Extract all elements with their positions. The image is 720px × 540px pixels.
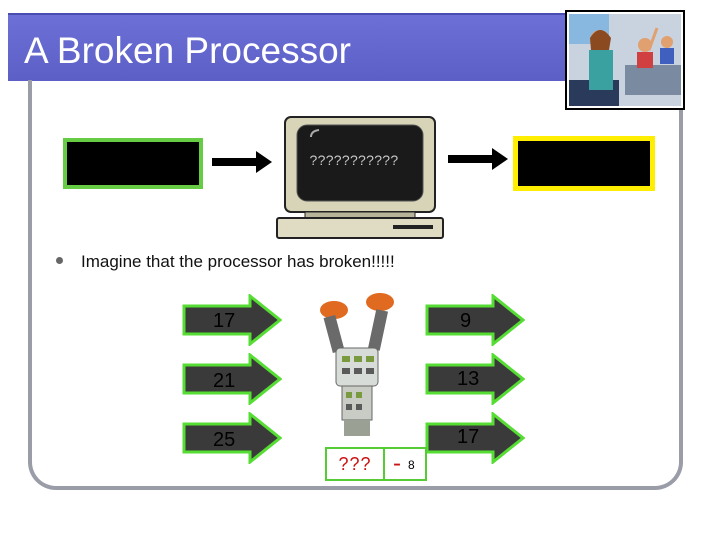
output-arrow-2 (425, 353, 525, 405)
arrow-right-icon (448, 148, 508, 170)
output-arrow-1 (425, 294, 525, 346)
slide-frame (28, 80, 683, 490)
output-value-3: 17 (457, 426, 480, 448)
robot-clipart (320, 293, 394, 436)
output-arrow-3 (425, 412, 525, 464)
input-value-2: 21 (213, 370, 236, 392)
operation-box (385, 447, 427, 481)
output-box (513, 136, 655, 191)
bullet-dot-icon (56, 257, 63, 265)
input-box (63, 138, 203, 189)
output-value-1: 9 (460, 310, 472, 332)
title-bar-edge (8, 13, 588, 15)
input-arrow-2 (182, 353, 282, 405)
operand-value: 8 (408, 458, 415, 472)
input-value-1: 17 (213, 310, 236, 332)
computer-icon (276, 116, 444, 239)
input-arrow-3 (182, 412, 282, 464)
output-value-2: 13 (457, 368, 480, 390)
processor-question-marks: ??????????? (309, 152, 399, 168)
minus-operator: - (393, 450, 401, 477)
input-arrow-1 (182, 294, 282, 346)
bullet-text: Imagine that the processor has broken!!!… (56, 252, 395, 272)
bullet-label: Imagine that the processor has broken!!!… (81, 252, 395, 271)
title-bar-background (8, 13, 588, 81)
slide-title: A Broken Processor (24, 30, 351, 71)
arrow-right-icon (212, 151, 272, 173)
input-value-3: 25 (213, 429, 236, 451)
unknown-operation-box: ??? (325, 447, 385, 481)
classroom-clipart (565, 10, 685, 110)
title-bar: A Broken Processor (0, 0, 720, 97)
